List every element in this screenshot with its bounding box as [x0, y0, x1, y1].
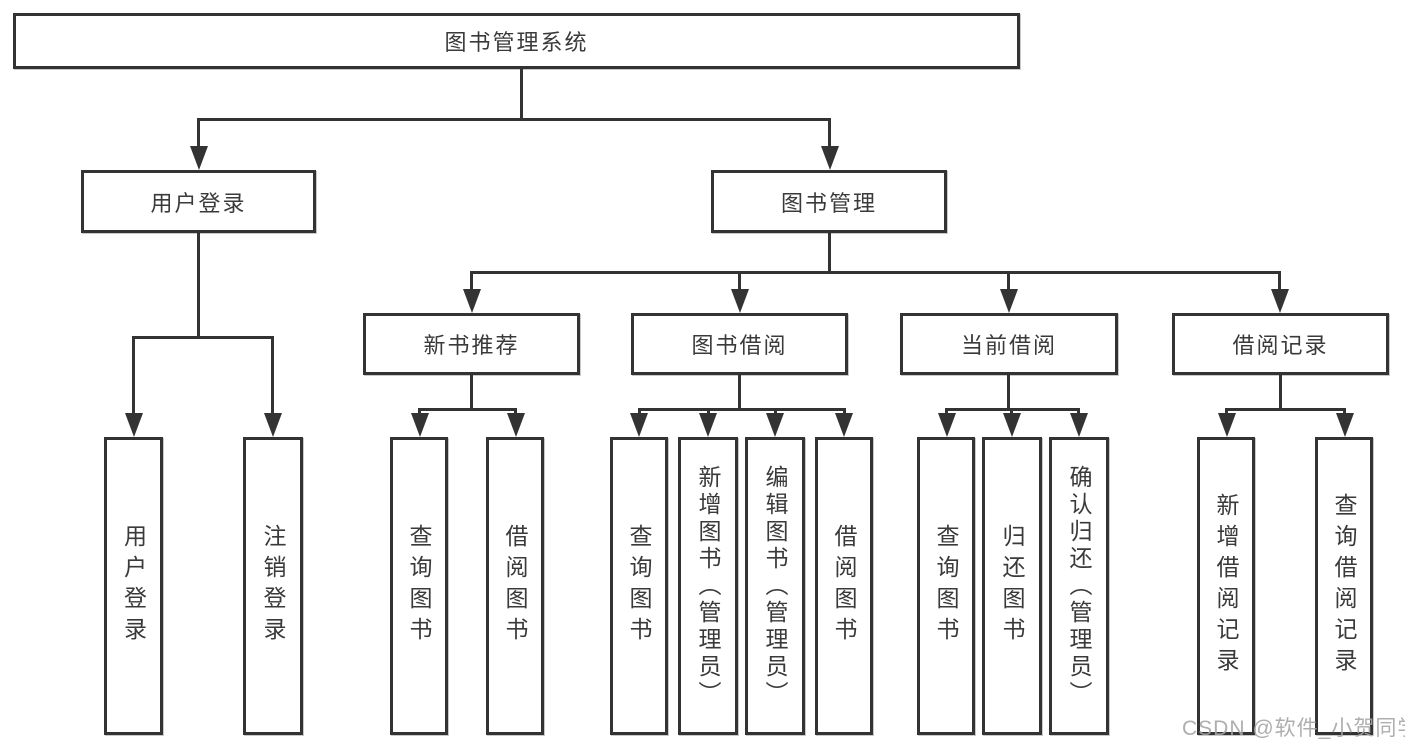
- connector-line: [828, 233, 831, 271]
- leaf-borrow-books-2: 借阅图书: [815, 437, 873, 735]
- leaf-label: 查询图书: [933, 524, 959, 648]
- leaf-query-books-1: 查询图书: [390, 437, 448, 735]
- leaf-edit-books-admin: 编辑图书（管理员）: [745, 437, 805, 735]
- connector-line: [418, 408, 421, 416]
- arrow-down-icon: [264, 413, 282, 437]
- connector-line: [470, 375, 473, 408]
- leaf-label: 借阅图书: [502, 524, 528, 648]
- node-label: 图书借阅: [691, 333, 788, 358]
- connector-line: [945, 408, 948, 416]
- connector-line: [638, 408, 846, 411]
- connector-line: [828, 118, 831, 150]
- connector-line: [1010, 408, 1013, 416]
- connector-line: [1278, 271, 1281, 291]
- arrow-down-icon: [821, 146, 839, 170]
- connector-line: [197, 233, 200, 336]
- leaf-label: 注销登录: [260, 524, 286, 648]
- csdn-watermark: CSDN @软件_小贺同学: [1182, 717, 1405, 740]
- arrow-down-icon: [766, 413, 784, 437]
- connector-line: [1225, 408, 1345, 411]
- node-label: 借阅记录: [1232, 333, 1329, 358]
- connector-line: [197, 118, 200, 150]
- arrow-down-icon: [1000, 289, 1018, 313]
- connector-line: [132, 336, 274, 339]
- node-book-management-system: 图书管理系统: [13, 13, 1020, 69]
- node-borrowing-records: 借阅记录: [1172, 313, 1389, 375]
- leaf-label: 编辑图书（管理员）: [762, 464, 788, 708]
- node-label: 图书管理: [780, 190, 877, 216]
- arrow-down-icon: [1070, 413, 1088, 437]
- arrow-down-icon: [411, 413, 429, 437]
- connector-line: [1077, 408, 1080, 416]
- arrow-down-icon: [1271, 289, 1289, 313]
- connector-line: [132, 336, 135, 415]
- arrow-down-icon: [1218, 413, 1236, 437]
- connector-line: [1007, 375, 1010, 408]
- connector-line: [1343, 408, 1346, 416]
- arrow-down-icon: [699, 413, 717, 437]
- leaf-label: 查询图书: [406, 524, 432, 648]
- node-book-management: 图书管理: [711, 170, 947, 233]
- connector-line: [738, 271, 741, 291]
- node-label: 当前借阅: [960, 333, 1057, 358]
- leaf-query-books-2: 查询图书: [610, 437, 668, 735]
- leaf-confirm-return-admin: 确认归还（管理员）: [1049, 437, 1109, 735]
- leaf-query-books-3: 查询图书: [917, 437, 975, 735]
- leaf-borrow-books-1: 借阅图书: [486, 437, 544, 735]
- arrow-down-icon: [1336, 413, 1354, 437]
- leaf-label: 新增借阅记录: [1213, 493, 1239, 679]
- node-label: 用户登录: [150, 190, 247, 216]
- connector-line: [520, 69, 523, 118]
- leaf-label: 新增图书（管理员）: [695, 464, 721, 708]
- arrow-down-icon: [731, 289, 749, 313]
- leaf-label: 查询借阅记录: [1331, 493, 1357, 679]
- leaf-add-borrow-record: 新增借阅记录: [1197, 437, 1255, 735]
- connector-line: [271, 336, 274, 415]
- arrow-down-icon: [938, 413, 956, 437]
- leaf-label: 借阅图书: [831, 524, 857, 648]
- arrow-down-icon: [507, 413, 525, 437]
- arrow-down-icon: [630, 413, 648, 437]
- connector-line: [1007, 271, 1010, 291]
- node-new-book-recommend: 新书推荐: [363, 313, 580, 375]
- leaf-label: 用户登录: [120, 524, 147, 648]
- arrow-down-icon: [190, 146, 208, 170]
- node-current-borrowing: 当前借阅: [900, 313, 1118, 375]
- connector-line: [638, 408, 641, 416]
- arrow-down-icon: [835, 413, 853, 437]
- connector-line: [470, 271, 1281, 274]
- connector-line: [514, 408, 517, 416]
- node-user-login: 用户登录: [81, 170, 316, 233]
- connector-line: [843, 408, 846, 416]
- leaf-label: 归还图书: [999, 524, 1025, 648]
- connector-line: [774, 408, 777, 416]
- connector-line: [470, 271, 473, 291]
- leaf-label: 确认归还（管理员）: [1066, 464, 1092, 708]
- connector-line: [1279, 375, 1282, 408]
- arrow-down-icon: [125, 413, 143, 437]
- leaf-return-books: 归还图书: [982, 437, 1042, 735]
- arrow-down-icon: [1003, 413, 1021, 437]
- connector-line: [197, 118, 831, 121]
- connector-line: [1225, 408, 1228, 416]
- node-label: 新书推荐: [423, 333, 520, 358]
- leaf-user-login: 用户登录: [104, 437, 163, 735]
- connector-line: [738, 375, 741, 408]
- connector-line: [707, 408, 710, 416]
- leaf-logout: 注销登录: [243, 437, 303, 735]
- node-label: 图书管理系统: [444, 30, 589, 55]
- leaf-add-books-admin: 新增图书（管理员）: [678, 437, 738, 735]
- leaf-label: 查询图书: [626, 524, 652, 648]
- node-book-borrowing: 图书借阅: [631, 313, 848, 375]
- leaf-query-borrow-record: 查询借阅记录: [1315, 437, 1373, 735]
- arrow-down-icon: [463, 289, 481, 313]
- connector-line: [418, 408, 517, 411]
